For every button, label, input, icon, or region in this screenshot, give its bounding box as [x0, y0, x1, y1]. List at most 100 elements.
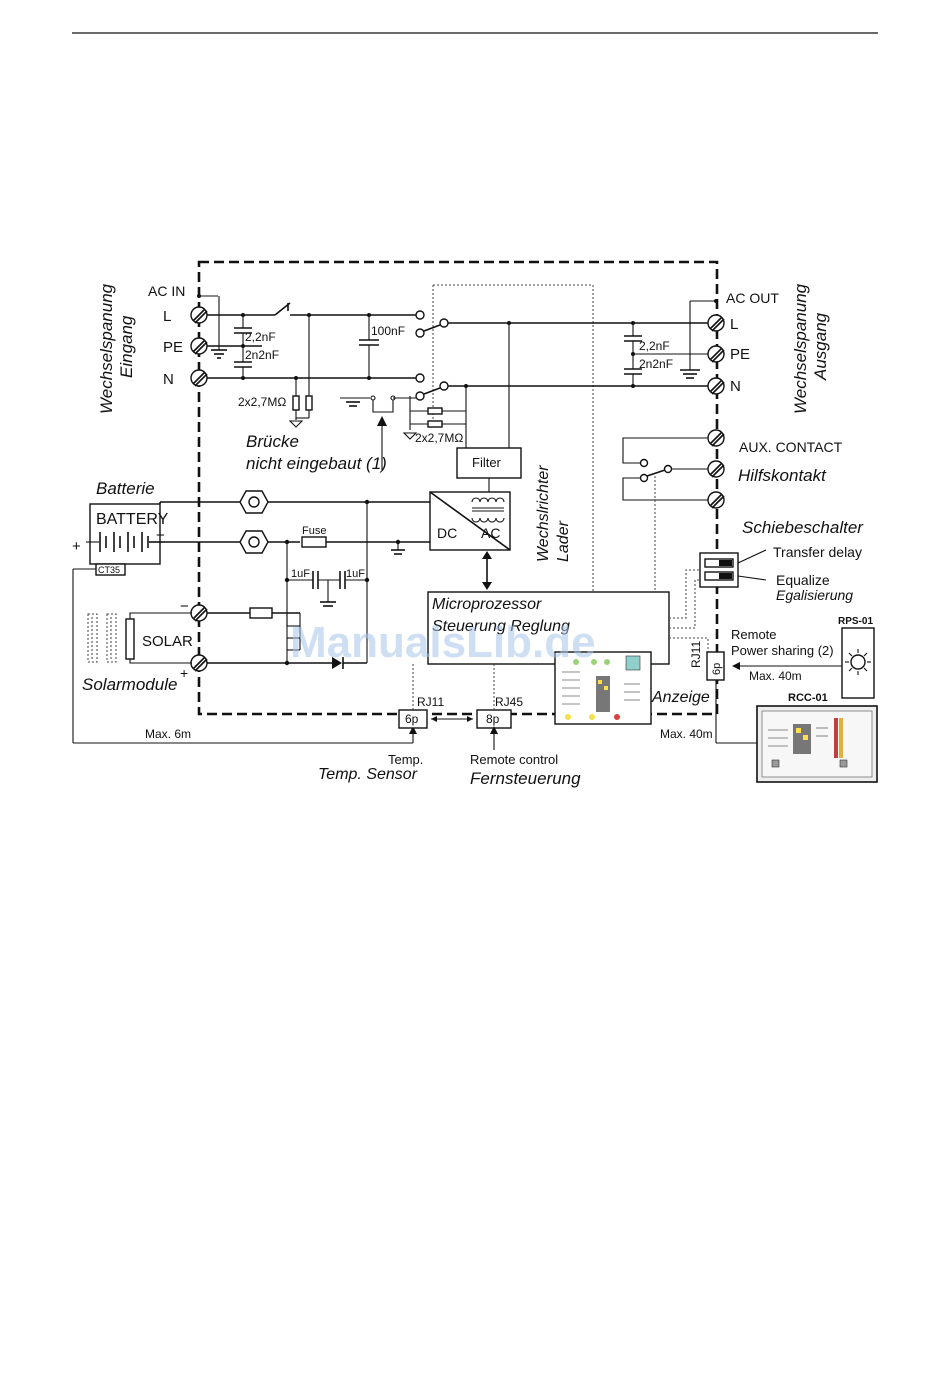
solarmodule-label: Solarmodule [82, 675, 177, 694]
ac-in-pe-label: PE [163, 339, 183, 356]
screw-terminal-icon [707, 314, 725, 332]
rps01-label: RPS-01 [838, 616, 873, 627]
ac-output-side-label-2: Ausgang [811, 312, 830, 381]
solar-label: SOLAR [142, 633, 193, 650]
max-6m-label: Max. 6m [145, 727, 191, 741]
anzeige-label: Anzeige [651, 689, 710, 706]
ac-input-side-label-1: Wechselspanung [97, 283, 116, 414]
filter-label: Filter [472, 455, 502, 470]
transfer-delay-label: Transfer delay [773, 544, 862, 560]
port-6p-label: 6p [405, 712, 419, 726]
remote-control-label: Remote control [470, 752, 558, 767]
solar-plus: + [180, 665, 188, 681]
max-40m-rps-label: Max. 40m [749, 669, 802, 683]
hilfskontakt-label: Hilfskontakt [738, 466, 827, 485]
transfer-relay [402, 310, 710, 448]
cap-out-1-label: 2,2nF [639, 339, 670, 353]
inverter-ac-label: AC [481, 525, 500, 541]
inverter-side-label-1: Wechslrichter [535, 465, 552, 562]
battery-section [72, 490, 430, 744]
screw-terminal-icon [707, 377, 725, 395]
port-8p-label: 8p [486, 712, 500, 726]
solar-section [87, 607, 367, 669]
screw-terminals [190, 306, 725, 672]
inverter-side-label-2: Lader [555, 520, 572, 562]
fernsteuerung-label: Fernsteuerung [470, 769, 581, 788]
fuse-icon [301, 536, 327, 548]
inverter-dotted-zone [433, 284, 594, 592]
resistor-icon [305, 395, 313, 411]
diode-icon [332, 657, 342, 669]
ac-input-side-label-2: Eingang [117, 315, 136, 378]
battery-plus: + [72, 538, 81, 555]
batterie-label: Batterie [96, 479, 155, 498]
schiebeschalter-label: Schiebeschalter [742, 518, 864, 537]
inverter-dc-label: DC [437, 525, 457, 541]
screw-terminal-icon [707, 429, 725, 447]
remote-label: Remote [731, 627, 777, 642]
solar-fuse-icon [249, 607, 273, 619]
ac-in-n-label: N [163, 371, 174, 388]
power-sharing-label: Power sharing (2) [731, 643, 834, 658]
res-in-label: 2x2,7MΩ [238, 395, 286, 409]
ac-in-label: AC IN [148, 283, 185, 299]
ac-out-label: AC OUT [726, 290, 779, 306]
cap-out-2-label: 2n2nF [639, 357, 673, 371]
rcc01-remote [756, 705, 878, 783]
fuse-label: Fuse [302, 525, 326, 537]
ac-out-n-label: N [730, 378, 741, 395]
screw-terminal-icon [190, 337, 208, 355]
aux-contact [622, 437, 708, 590]
aux-contact-label: AUX. CONTACT [739, 439, 843, 455]
max-40m-rcc-label: Max. 40m [660, 727, 713, 741]
ac-output-side-label-1: Wechselspanung [791, 283, 810, 414]
res-out-label: 2x2,7MΩ [415, 431, 463, 445]
rj45-bottom-label: RJ45 [495, 695, 523, 709]
screw-terminal-icon [190, 369, 208, 387]
solar-panel-icon [87, 613, 117, 663]
battery-stud-icon [239, 530, 269, 554]
ac-input-section [197, 294, 420, 470]
cap-1uf-label-2: 1uF [346, 568, 365, 580]
rcc01-label: RCC-01 [788, 692, 828, 704]
solar-minus: − [180, 598, 189, 615]
micro-label-2: Steuerung Reglung [432, 618, 570, 635]
device-enclosure [197, 260, 719, 716]
cap-1uf-label-1: 1uF [291, 568, 310, 580]
cap-in-1-label: 2,2nF [245, 330, 276, 344]
ac-out-pe-label: PE [730, 346, 750, 363]
ac-in-l-label: L [163, 308, 171, 325]
ct35-label: CT35 [98, 565, 120, 575]
screw-terminal-icon [190, 604, 208, 622]
transformer-icon [471, 497, 505, 523]
battery-label: BATTERY [96, 511, 169, 528]
dip-switch-icon [699, 549, 767, 588]
screw-terminal-icon [707, 345, 725, 363]
screw-terminal-icon [190, 654, 208, 672]
rj11-right-label: RJ11 [689, 641, 703, 668]
rj11-right-6p: 6p [711, 663, 723, 675]
screw-terminal-icon [190, 306, 208, 324]
temp-sensor-label: Temp. Sensor [318, 766, 418, 783]
battery-minus: − [156, 527, 165, 544]
screw-terminal-icon [707, 460, 725, 478]
bridge-label-2: nicht eingebaut (1) [246, 454, 387, 473]
resistor-icon [292, 395, 300, 411]
inverter-block [429, 491, 511, 590]
micro-label-1: Microprozessor [432, 596, 542, 613]
cap-100nf-label: 100nF [371, 324, 405, 338]
ac-out-l-label: L [730, 316, 738, 333]
screw-terminal-icon [707, 491, 725, 509]
filter-box [456, 447, 522, 479]
rj11-bottom-label: RJ11 [417, 695, 444, 709]
battery-stud-icon [239, 490, 269, 514]
bridge-label-1: Brücke [246, 432, 299, 451]
rps01-potentiometer [841, 627, 875, 699]
watermark: ManualsLib.de [290, 618, 596, 667]
temp-label: Temp. [388, 752, 423, 767]
cap-in-2-label: 2n2nF [245, 348, 279, 362]
display-panel [554, 651, 652, 725]
equalize-label: Equalize [776, 572, 830, 588]
